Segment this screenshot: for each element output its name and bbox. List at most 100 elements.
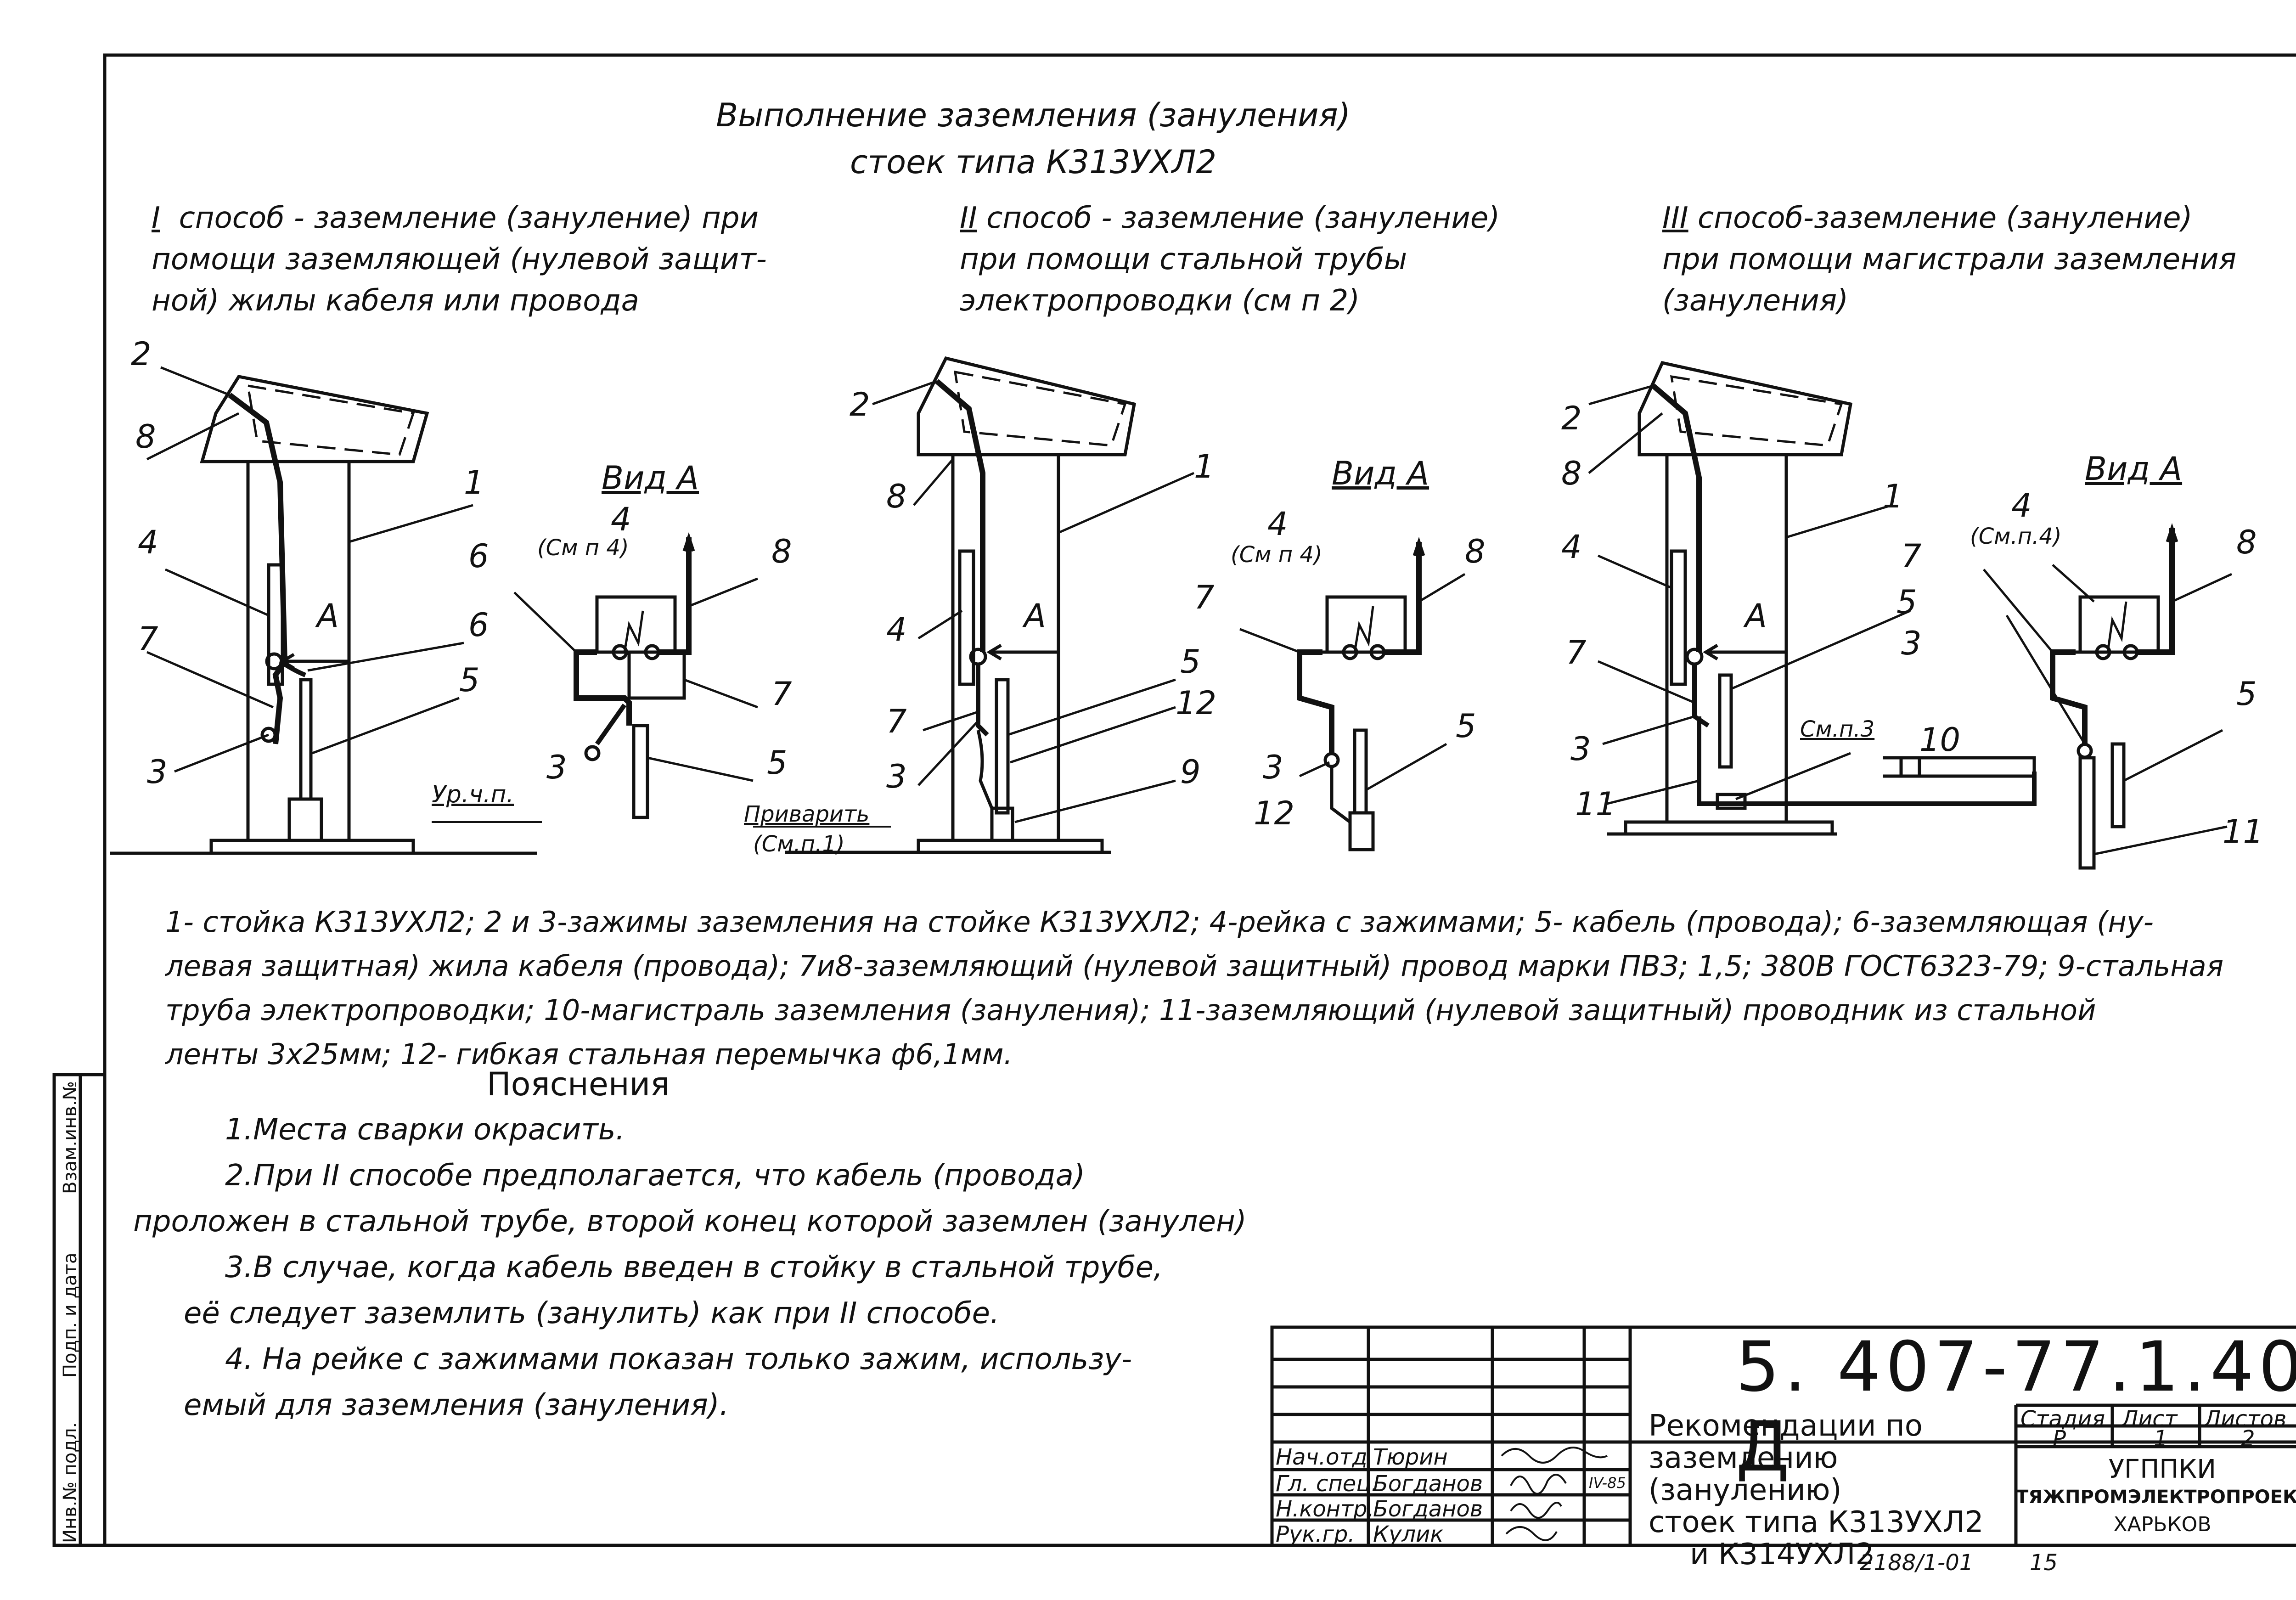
legend-line-4: ленты 3х25мм; 12- гибкая стальная перемы… xyxy=(165,1037,1013,1071)
d3-view-label-3: 3 xyxy=(1901,625,1922,662)
d1-view-see-p4: (См п 4) xyxy=(537,535,629,561)
d2-label-5: 5 xyxy=(1180,643,1201,681)
side-stamp-3: Взам.инв.№ xyxy=(60,1081,81,1194)
note-1: 1.Места сварки окрасить. xyxy=(225,1113,625,1147)
d3-see-p3: См.п.3 xyxy=(1800,716,1875,742)
note-3: 3.В случае, когда кабель введен в стойку… xyxy=(225,1251,1163,1285)
d1-view-label-8: 8 xyxy=(771,533,792,570)
d3-view-see-p4: (См.п.4) xyxy=(1970,524,2062,549)
method-1-num: I xyxy=(152,201,160,235)
method-3-heading: III способ-заземление (зануление) при по… xyxy=(1662,197,2296,321)
d3-label-10: 10 xyxy=(1919,721,1961,759)
d3-view-label-11: 11 xyxy=(2223,813,2264,851)
sheet-header: Лист xyxy=(2122,1406,2178,1432)
d2-label-12: 12 xyxy=(1176,684,1217,722)
footer-copy: 2188/1-01 xyxy=(1860,1550,1974,1576)
d1-label-5: 5 xyxy=(459,661,480,699)
organization: УГППКИ ТЯЖПРОМЭЛЕКТРОПРОЕКТ ХАРЬКОВ xyxy=(2016,1456,2296,1538)
method-2-heading: II способ - заземление (зануление) при п… xyxy=(960,197,1626,321)
notes: 1.Места сварки окрасить. 2.При II способ… xyxy=(133,1107,1272,1428)
d1-view-label-7: 7 xyxy=(771,675,792,713)
d2-view-label-4: 4 xyxy=(1267,505,1288,543)
d3-view-label-4: 4 xyxy=(2011,487,2032,524)
d1-label-2: 2 xyxy=(131,335,152,373)
d2-label-9: 9 xyxy=(1180,753,1201,791)
sheets-header: Листов xyxy=(2204,1406,2287,1432)
d3-label-3: 3 xyxy=(1570,730,1591,768)
method-1-line-3: ной) жилы кабеля или провода xyxy=(152,284,639,318)
method-3-num: III xyxy=(1662,201,1688,235)
d3-label-1: 1 xyxy=(1883,478,1903,515)
d1-label-4: 4 xyxy=(138,524,158,561)
title-line-2: стоек типа К313УХЛ2 xyxy=(850,143,1216,181)
doc-title-line-2: заземлению (занулению) xyxy=(1649,1441,1842,1507)
title-line-1: Выполнение заземления (зануления) xyxy=(716,96,1351,134)
d2-view-a-title: Вид А xyxy=(1332,455,1429,492)
d3-label-8: 8 xyxy=(1561,455,1582,492)
d2-view-label-12: 12 xyxy=(1254,794,1295,832)
signer-role-1: Нач.отд xyxy=(1276,1444,1367,1470)
approval-date: IV-85 xyxy=(1589,1474,1626,1492)
d2-label-3: 3 xyxy=(886,758,907,795)
sheet-value: 1 xyxy=(2154,1426,2168,1452)
d1-view-label-6: 6 xyxy=(468,537,489,575)
drawing-frame xyxy=(103,53,2296,1547)
d1-view-label-5: 5 xyxy=(767,744,788,782)
doc-title-line-3: стоек типа К313УХЛ2 xyxy=(1649,1505,1984,1539)
side-stamp-2: Подп. и дата xyxy=(60,1252,81,1378)
legend-line-2: левая защитная) жила кабеля (провода); 7… xyxy=(165,949,2224,983)
d1-label-3: 3 xyxy=(147,753,168,791)
legend-line-1: 1- стойка К313УХЛ2; 2 и 3-зажимы заземле… xyxy=(165,905,2154,939)
signer-role-4: Рук.гр. xyxy=(1276,1521,1355,1547)
method-1-line-2: помощи заземляющей (нулевой защит- xyxy=(152,242,767,276)
d3-view-a-title: Вид А xyxy=(2085,450,2183,488)
method-2-line-3: электропроводки (см п 2) xyxy=(960,284,1360,318)
org-line-3: ХАРЬКОВ xyxy=(2113,1513,2212,1536)
doc-title-line-4: и К314УХЛ2 xyxy=(1690,1538,1874,1572)
sheets-value: 2 xyxy=(2241,1426,2255,1452)
signer-role-2: Гл. спец. xyxy=(1276,1471,1379,1497)
method-2-num: II xyxy=(960,201,977,235)
d1-view-a-title: Вид А xyxy=(602,459,699,497)
ground-level-label: Ур.ч.п. xyxy=(432,781,514,808)
d2-view-label-5: 5 xyxy=(1456,707,1476,745)
weld-see-p1: (См.п.1) xyxy=(753,831,845,857)
d2-view-see-p4: (См п 4) xyxy=(1231,542,1322,568)
d1-view-label-3: 3 xyxy=(546,749,567,786)
d3-view-label-7: 7 xyxy=(1901,537,1922,575)
notes-title: Пояснения xyxy=(487,1065,670,1103)
d3-label-5: 5 xyxy=(1896,583,1917,621)
d3-arrow-a: А xyxy=(1745,597,1767,635)
stage-header: Стадия xyxy=(2020,1406,2105,1432)
method-3-line-3: (зануления) xyxy=(1662,284,1849,318)
footer-page: 15 xyxy=(2030,1550,2058,1576)
note-3-cont: её следует заземлить (занулить) как при … xyxy=(184,1296,1000,1330)
drawing-title: Выполнение заземления (зануления) стоек … xyxy=(689,96,1378,181)
d2-view-label-8: 8 xyxy=(1465,533,1486,570)
signer-name-2: Богданов xyxy=(1373,1471,1483,1497)
side-stamp-1: Инв.№ подл. xyxy=(60,1422,81,1543)
d1-label-1: 1 xyxy=(464,464,484,501)
method-2-line-2: при помощи стальной трубы xyxy=(960,242,1407,276)
d2-label-8: 8 xyxy=(886,478,907,515)
d2-label-2: 2 xyxy=(850,386,870,423)
method-2-line-1: способ - заземление (зануление) xyxy=(986,201,1500,235)
document-title: Рекомендации по заземлению (занулению) с… xyxy=(1649,1410,2011,1571)
d3-label-11: 11 xyxy=(1575,785,1616,823)
signer-name-3: Богданов xyxy=(1373,1496,1483,1522)
note-4-cont: емый для заземления (зануления). xyxy=(184,1388,729,1422)
d1-label-6: 6 xyxy=(468,606,489,644)
org-line-2: ТЯЖПРОМЭЛЕКТРОПРОЕКТ xyxy=(2016,1487,2296,1508)
d2-label-1: 1 xyxy=(1194,448,1215,485)
method-1-heading: I способ - заземление (зануление) при по… xyxy=(152,197,863,321)
d2-view-label-3: 3 xyxy=(1263,749,1283,786)
d3-label-2: 2 xyxy=(1561,400,1582,437)
org-line-1: УГППКИ xyxy=(2108,1454,2217,1484)
signer-name-4: Кулик xyxy=(1373,1521,1444,1547)
d1-view-label-4: 4 xyxy=(611,501,631,538)
d2-arrow-a: А xyxy=(1024,597,1046,635)
signer-name-1: Тюрин xyxy=(1373,1444,1448,1470)
d2-label-7: 7 xyxy=(886,703,907,740)
method-3-line-1: способ-заземление (зануление) xyxy=(1697,201,2193,235)
